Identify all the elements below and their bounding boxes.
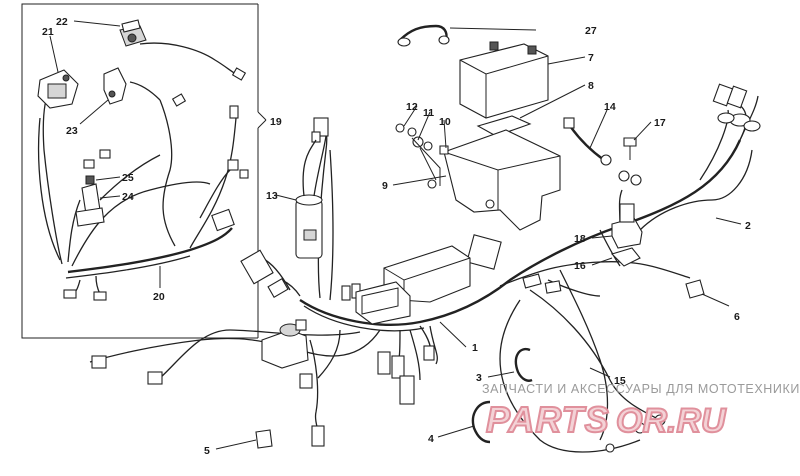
- battery-tray-9: [427, 129, 561, 231]
- strap-4: [471, 400, 491, 444]
- switch-housing-21: [37, 69, 79, 109]
- callout-2: 2: [745, 220, 751, 232]
- callout-22: 22: [56, 16, 68, 28]
- callout-24: 24: [122, 191, 134, 203]
- leader-lines: [49, 20, 742, 450]
- main-harness-1: [89, 95, 759, 453]
- screw-17: [623, 137, 637, 160]
- battery-cable-14: [563, 117, 612, 166]
- callout-4: 4: [428, 433, 434, 445]
- switch-harness-20: [37, 42, 249, 301]
- callout-3: 3: [476, 372, 482, 384]
- battery-strap-27: [397, 24, 450, 47]
- holder-16: [610, 247, 641, 267]
- callout-15: 15: [614, 375, 626, 387]
- callout-21: 21: [42, 26, 54, 38]
- strap-3: [514, 347, 533, 382]
- callout-19: 19: [270, 116, 282, 128]
- callout-10: 10: [439, 116, 451, 128]
- callout-14: 14: [604, 101, 616, 113]
- callout-20: 20: [153, 291, 165, 303]
- callout-9: 9: [382, 180, 388, 192]
- callout-labels: 1 2 3 4 5 6 7 8 9 10 11 12 13 14 15 16 1…: [42, 16, 751, 457]
- relay-18: [611, 203, 643, 249]
- callout-7: 7: [588, 52, 594, 64]
- callout-18: 18: [574, 233, 586, 245]
- main-harness-connectors: [91, 83, 761, 453]
- watermark-logo-right: OR.RU: [616, 402, 727, 440]
- watermark-logo-left: PARTS: [486, 399, 610, 440]
- callout-6: 6: [734, 311, 740, 323]
- callout-11: 11: [423, 107, 434, 119]
- watermark: ЗАПЧАСТИ И АКСЕССУАРЫ ДЛЯ МОТОТЕХНИКИ PA…: [482, 382, 800, 441]
- callout-17: 17: [654, 117, 666, 129]
- callout-25: 25: [122, 172, 134, 184]
- callout-5: 5: [204, 445, 210, 457]
- callout-16: 16: [574, 260, 586, 272]
- pad-8: [476, 115, 532, 137]
- clip-5: [255, 429, 273, 449]
- switch-24-25: [75, 175, 105, 227]
- inset-box: [21, 3, 267, 339]
- callout-13: 13: [266, 190, 278, 202]
- capacitor-13: [295, 135, 327, 259]
- callout-1: 1: [472, 342, 478, 354]
- switch-23: [103, 67, 127, 105]
- callout-23: 23: [66, 125, 78, 137]
- callout-12: 12: [406, 101, 418, 113]
- starter-relay: [261, 319, 309, 369]
- clip-6: [685, 279, 705, 299]
- callout-8: 8: [588, 80, 594, 92]
- cdi-module: [355, 281, 411, 325]
- watermark-caption: ЗАПЧАСТИ И АКСЕССУАРЫ ДЛЯ МОТОТЕХНИКИ: [482, 382, 800, 396]
- hardware-10-11-12: [395, 123, 449, 186]
- switch-22: [119, 19, 147, 47]
- callout-27: 27: [585, 25, 597, 37]
- battery-7: [459, 41, 549, 119]
